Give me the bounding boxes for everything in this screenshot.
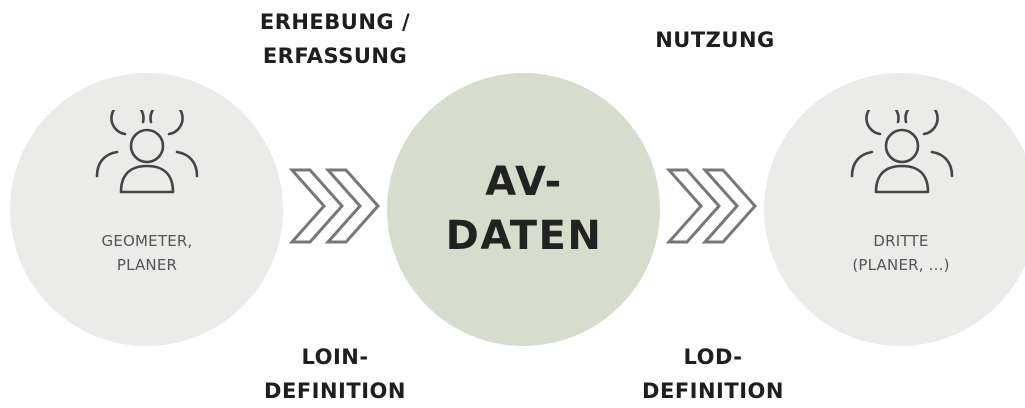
step-label-lod: LOD- DEFINITION [642,345,784,403]
step-label-loin: LOIN- DEFINITION [264,345,406,403]
step-label-collection: ERHEBUNG / ERFASSUNG [259,10,411,68]
source-label: GEOMETER, PLANER [101,232,193,274]
people-group-icon [850,110,954,194]
double-chevron-right-icon [665,168,758,244]
double-chevron-right-icon [288,168,381,244]
target-label: DRITTE (PLANER, ...) [852,232,950,274]
target-circle [764,73,1025,346]
people-group-icon [95,110,199,194]
source-circle [10,73,283,346]
data-label: AV- DATEN [445,159,603,259]
data-circle [387,73,660,346]
step-label-usage: NUTZUNG [655,28,775,52]
